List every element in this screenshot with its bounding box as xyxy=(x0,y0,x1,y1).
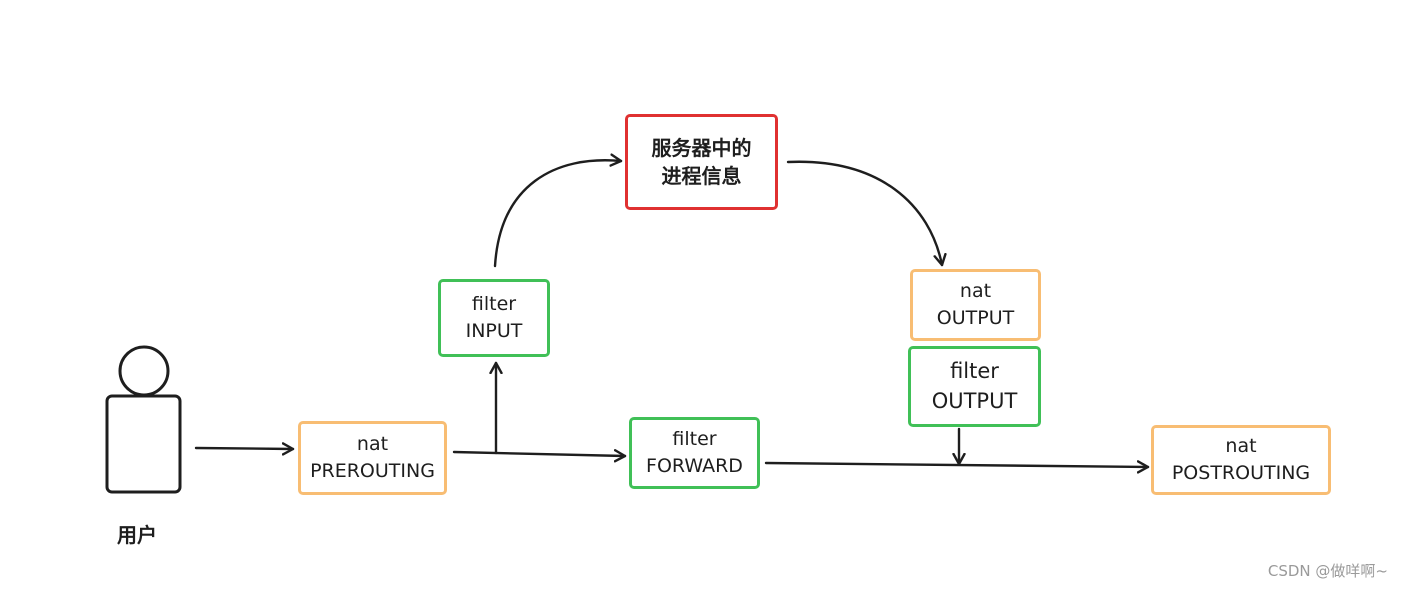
arrow-process-to-output xyxy=(786,160,942,267)
arrow-prerouting-to-forward xyxy=(452,452,627,456)
filter-input-line2: INPUT xyxy=(465,320,523,342)
user-head xyxy=(118,345,170,397)
nat-prerouting-line2: PREROUTING xyxy=(310,460,435,482)
filter-output-box: filter OUTPUT xyxy=(908,346,1041,427)
filter-forward-line1: filter xyxy=(672,428,717,451)
arrow-input-to-process xyxy=(493,160,623,268)
process-line2: 进程信息 xyxy=(661,164,742,188)
process-box: 服务器中的 进程信息 xyxy=(625,114,778,210)
nat-prerouting-box: nat PREROUTING xyxy=(298,421,447,495)
filter-input-line1: filter xyxy=(471,293,517,316)
nat-postrouting-line2: POSTROUTING xyxy=(1171,462,1311,484)
arrow-user-to-prerouting xyxy=(194,448,295,449)
filter-input-box: filter INPUT xyxy=(438,279,550,357)
arrow-forward-to-postrouting xyxy=(764,463,1150,467)
nat-postrouting-box: nat POSTROUTING xyxy=(1151,425,1331,495)
filter-forward-line2: FORWARD xyxy=(646,455,743,477)
user-label: 用户 xyxy=(117,523,157,547)
filter-output-line1: filter xyxy=(950,359,999,384)
nat-output-line2: OUTPUT xyxy=(936,307,1015,329)
process-line1: 服务器中的 xyxy=(651,136,752,160)
user-icon xyxy=(105,345,182,494)
watermark: CSDN @做咩啊~ xyxy=(1267,562,1388,580)
user-body xyxy=(105,394,182,494)
nat-output-box: nat OUTPUT xyxy=(910,269,1041,341)
nat-postrouting-line1: nat xyxy=(1225,435,1257,458)
nat-prerouting-line1: nat xyxy=(356,433,389,456)
nat-output-line1: nat xyxy=(959,280,992,303)
filter-output-line2: OUTPUT xyxy=(931,388,1018,413)
filter-forward-box: filter FORWARD xyxy=(629,417,760,489)
